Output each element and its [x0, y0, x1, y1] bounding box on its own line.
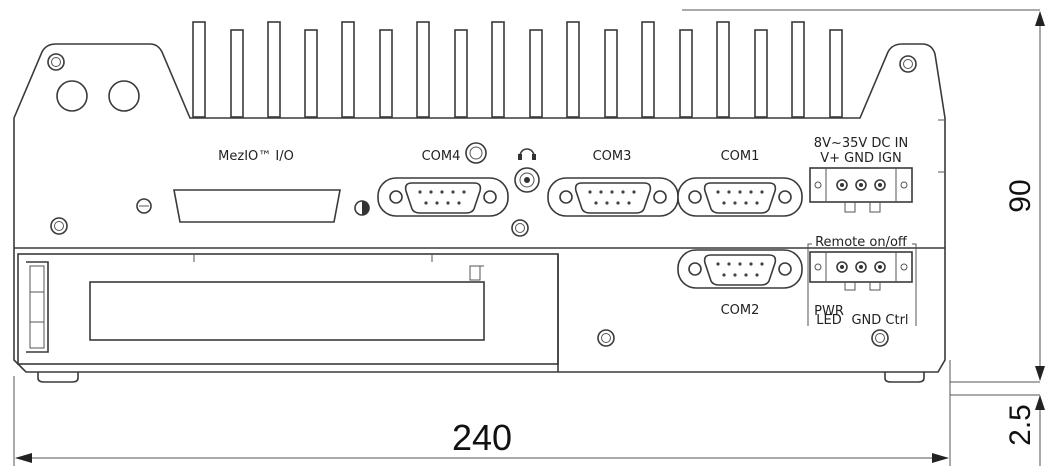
width-arrow-right [932, 453, 949, 463]
mezio-label: MezIO™ I/O [218, 149, 294, 164]
mounting-screws [47, 53, 917, 347]
pwr-label: PWR [814, 304, 844, 319]
dc-in-terminal [809, 167, 913, 213]
height-arrow-top [1035, 11, 1045, 26]
foot-dimension-label: 2.5 [1004, 404, 1037, 446]
expansion-tray [17, 253, 559, 372]
com2-port [677, 249, 803, 289]
antenna-hole-1 [56, 80, 88, 112]
com3-port [547, 177, 679, 217]
remote-label: Remote on/off [815, 235, 908, 250]
headphone-icon [518, 148, 536, 160]
height-dimension-label: 90 [1004, 179, 1037, 212]
height-arrow-bottom [1035, 366, 1045, 381]
dc-in-label-line2: V+ GND IGN [820, 151, 902, 166]
audio-jack [514, 167, 540, 193]
com4-port [377, 177, 509, 217]
com4-label: COM4 [422, 149, 461, 164]
width-dimension-label: 240 [452, 417, 512, 458]
remote-terminal [807, 243, 917, 326]
com1-label: COM1 [721, 149, 760, 164]
com3-label: COM3 [593, 149, 632, 164]
chassis-feet [37, 372, 925, 383]
mezio-connector [136, 189, 370, 223]
com2-label: COM2 [721, 303, 760, 318]
led-label: LED [816, 313, 841, 328]
heatsink-fins [192, 21, 843, 118]
width-arrow-left [15, 453, 32, 463]
com1-port [677, 177, 803, 217]
foot-arrow [1035, 395, 1045, 410]
antenna-hole-2 [108, 80, 140, 112]
gnd-ctrl-label: GND Ctrl [851, 313, 908, 328]
dc-in-label-line1: 8V~35V DC IN [814, 136, 908, 151]
